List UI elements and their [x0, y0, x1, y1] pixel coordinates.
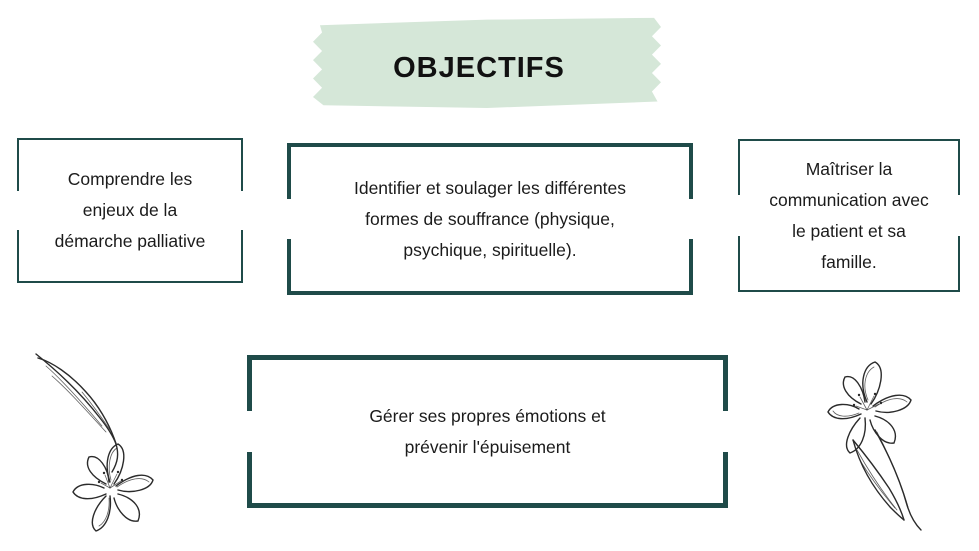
objective-text: Comprendre les enjeux de la démarche pal… — [54, 169, 206, 251]
border-gap-right — [240, 190, 244, 231]
border-gap-right — [688, 198, 694, 240]
border-gap-left — [286, 198, 292, 240]
objective-box-gerer: Gérer ses propres émotions et prévenir l… — [246, 355, 729, 508]
border-gap-left — [737, 194, 741, 237]
border-gap-left — [16, 190, 20, 231]
border-gap-right — [722, 411, 729, 452]
objective-box-identifier: Identifier et soulager les différentes f… — [286, 143, 694, 295]
objective-text: Identifier et soulager les différentes f… — [353, 177, 627, 260]
border-gap-left — [246, 411, 253, 452]
flower-sketch-icon — [35, 353, 154, 532]
objective-text: Maîtriser la communication avec le patie… — [769, 158, 929, 272]
objective-text: Gérer ses propres émotions et prévenir l… — [369, 405, 606, 457]
objective-box-comprendre: Comprendre les enjeux de la démarche pal… — [16, 138, 244, 283]
border-gap-right — [957, 194, 961, 237]
page-title: OBJECTIFS — [393, 51, 565, 84]
objective-box-maitriser: Maîtriser la communication avec le patie… — [737, 139, 961, 292]
flower-sketch-icon — [827, 361, 922, 531]
title-banner-tape: OBJECTIFS — [313, 17, 661, 108]
